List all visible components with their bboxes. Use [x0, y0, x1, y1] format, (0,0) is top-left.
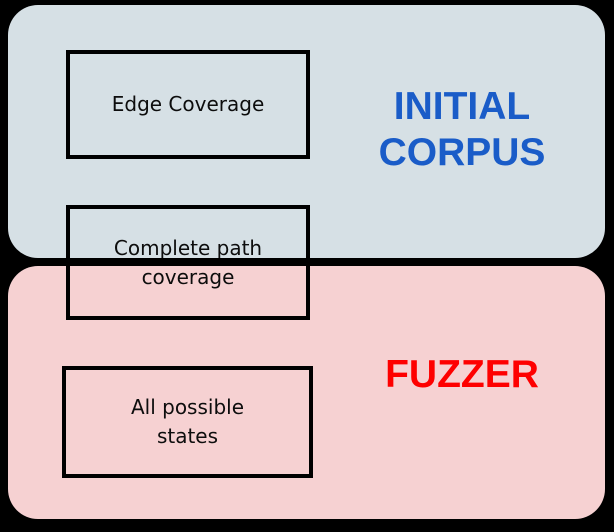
panel-label-initial-corpus: INITIAL CORPUS: [378, 85, 546, 175]
box-all-possible-states: All possible states: [62, 366, 313, 478]
box-label-complete-path-coverage: Complete path coverage: [113, 235, 263, 289]
box-label-edge-coverage: Edge Coverage: [111, 92, 265, 116]
box-edge-coverage: Edge Coverage: [66, 50, 310, 159]
box-complete-path-coverage: Complete path coverage: [66, 205, 310, 320]
panel-label-fuzzer: FUZZER: [385, 353, 539, 396]
box-label-all-possible-states: All possible states: [130, 395, 245, 448]
panel-divider: [0, 258, 614, 266]
